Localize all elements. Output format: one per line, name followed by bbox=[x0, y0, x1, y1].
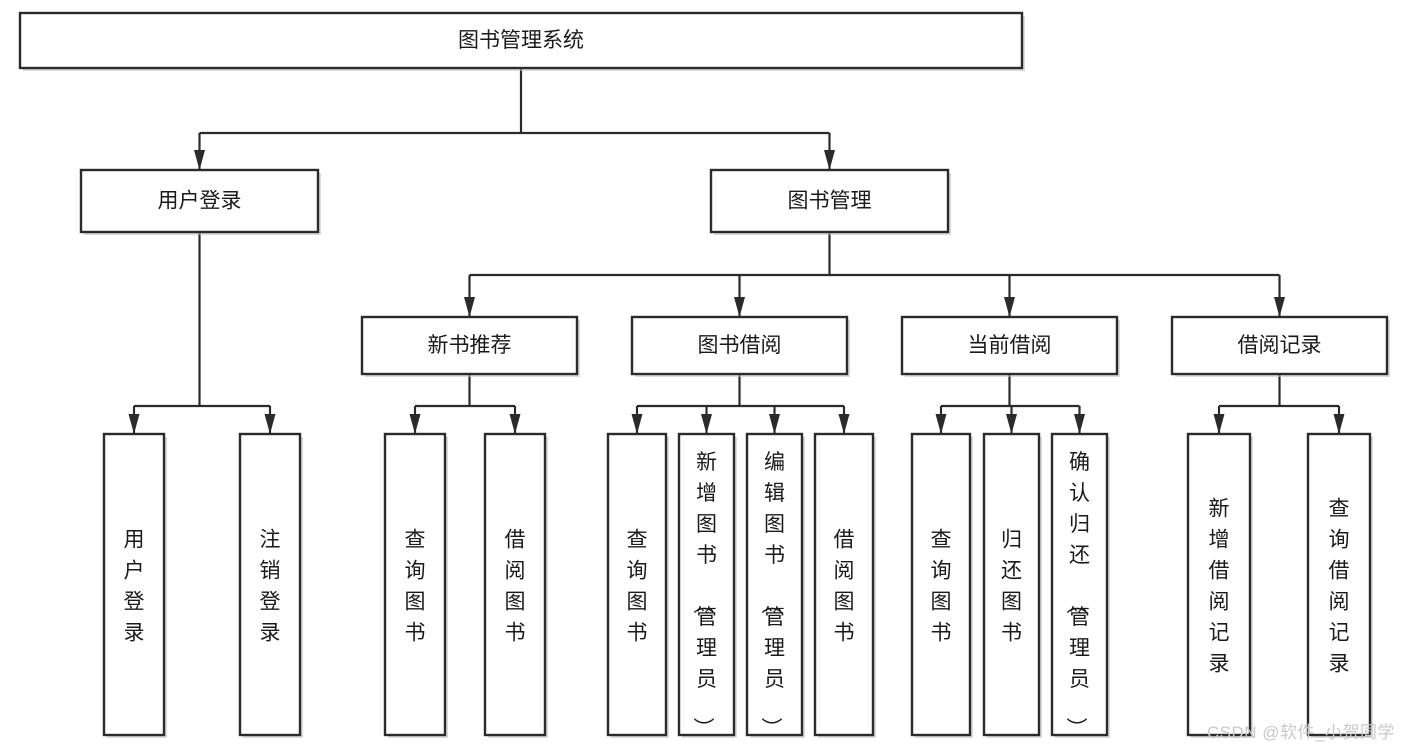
node-box bbox=[238, 432, 302, 737]
node-box bbox=[813, 432, 875, 737]
node-label: 查询借阅记录 bbox=[1329, 498, 1350, 676]
node-box bbox=[1186, 432, 1252, 737]
node-leaf5: 查询图书 bbox=[606, 432, 669, 738]
edge-group-login bbox=[128, 232, 276, 434]
node-label: 图书借阅 bbox=[698, 334, 782, 357]
arrow-head bbox=[935, 414, 947, 434]
node-leaf13: 查询借阅记录 bbox=[1306, 432, 1373, 738]
arrow-head bbox=[1074, 414, 1085, 434]
node-login: 用户登录 bbox=[79, 168, 321, 235]
node-box bbox=[1306, 432, 1372, 737]
node-label: 编辑图书（管理员） bbox=[759, 451, 785, 738]
node-label: 借阅图书 bbox=[834, 529, 855, 645]
node-box bbox=[1050, 432, 1109, 737]
node-label: 图书管理 bbox=[788, 190, 872, 213]
node-label: 借阅记录 bbox=[1238, 334, 1322, 357]
arrow-head bbox=[769, 414, 780, 434]
node-label: 用户登录 bbox=[124, 529, 145, 645]
node-boxes: 图书管理系统用户登录图书管理新书推荐图书借阅当前借阅借阅记录用户登录注销登录查询… bbox=[18, 11, 1390, 738]
node-box bbox=[483, 432, 547, 737]
node-box bbox=[910, 432, 972, 737]
edge-group-borrow bbox=[631, 374, 850, 434]
node-box bbox=[383, 432, 447, 737]
arrow-head bbox=[464, 297, 475, 317]
arrow-head bbox=[409, 414, 421, 434]
node-label: 新增借阅记录 bbox=[1209, 498, 1230, 676]
edge-group-records bbox=[1213, 374, 1345, 434]
node-label: 当前借阅 bbox=[968, 334, 1052, 357]
edge-group-root bbox=[194, 68, 835, 170]
node-newbook: 新书推荐 bbox=[360, 315, 580, 377]
node-label: 新增图书（管理员） bbox=[691, 451, 717, 738]
node-label: 用户登录 bbox=[158, 190, 242, 213]
node-label: 注销登录 bbox=[260, 529, 281, 645]
node-leaf6: 新增图书（管理员） bbox=[677, 432, 737, 738]
node-leaf1: 用户登录 bbox=[102, 432, 167, 738]
node-leaf7: 编辑图书（管理员） bbox=[745, 432, 805, 738]
edge-group-bookmgmt bbox=[464, 232, 1285, 317]
node-box bbox=[360, 315, 579, 376]
node-leaf3: 查询图书 bbox=[383, 432, 448, 738]
node-bookmgmt: 图书管理 bbox=[709, 168, 951, 235]
arrow-head bbox=[1333, 414, 1345, 434]
arrow-head bbox=[194, 150, 205, 170]
node-root: 图书管理系统 bbox=[18, 11, 1025, 71]
node-box bbox=[709, 168, 950, 234]
arrow-head bbox=[128, 414, 140, 434]
arrow-head bbox=[1213, 414, 1225, 434]
node-box bbox=[630, 315, 849, 376]
node-leaf8: 借阅图书 bbox=[813, 432, 876, 738]
arrow-head bbox=[631, 414, 643, 434]
node-box bbox=[677, 432, 736, 737]
node-leaf2: 注销登录 bbox=[238, 432, 303, 738]
connector-edges bbox=[128, 68, 1345, 434]
arrow-head bbox=[509, 414, 521, 434]
node-box bbox=[1170, 315, 1389, 376]
arrow-head bbox=[1274, 297, 1285, 317]
node-label: 归还图书 bbox=[1001, 529, 1022, 645]
node-leaf9: 查询图书 bbox=[910, 432, 973, 738]
node-box bbox=[18, 11, 1024, 70]
node-box bbox=[79, 168, 320, 234]
node-label: 借阅图书 bbox=[505, 529, 526, 645]
arrow-head bbox=[1004, 297, 1015, 317]
node-box bbox=[982, 432, 1041, 737]
node-label: 查询图书 bbox=[405, 529, 426, 645]
node-box bbox=[900, 315, 1119, 376]
node-leaf4: 借阅图书 bbox=[483, 432, 548, 738]
node-leaf11: 确认归还（管理员） bbox=[1050, 432, 1110, 738]
node-label: 查询图书 bbox=[931, 529, 952, 645]
node-box bbox=[745, 432, 804, 737]
csdn-watermark: CSDN @软件_小贺同学 bbox=[1206, 723, 1395, 742]
arrow-head bbox=[1006, 414, 1017, 434]
edge-group-current bbox=[935, 374, 1085, 434]
node-box bbox=[606, 432, 668, 737]
arrow-head bbox=[734, 297, 745, 317]
node-box bbox=[102, 432, 166, 737]
arrow-head bbox=[264, 414, 276, 434]
arrow-head bbox=[824, 150, 835, 170]
node-label: 新书推荐 bbox=[428, 334, 512, 357]
edge-group-newbook bbox=[409, 374, 521, 434]
node-leaf12: 新增借阅记录 bbox=[1186, 432, 1253, 738]
node-label: 确认归还（管理员） bbox=[1064, 451, 1090, 738]
node-label: 图书管理系统 bbox=[458, 29, 584, 52]
node-label: 查询图书 bbox=[627, 529, 648, 645]
node-records: 借阅记录 bbox=[1170, 315, 1390, 377]
arrow-head bbox=[701, 414, 712, 434]
arrow-head bbox=[838, 414, 850, 434]
node-borrow: 图书借阅 bbox=[630, 315, 850, 377]
node-leaf10: 归还图书 bbox=[982, 432, 1042, 738]
node-current: 当前借阅 bbox=[900, 315, 1120, 377]
